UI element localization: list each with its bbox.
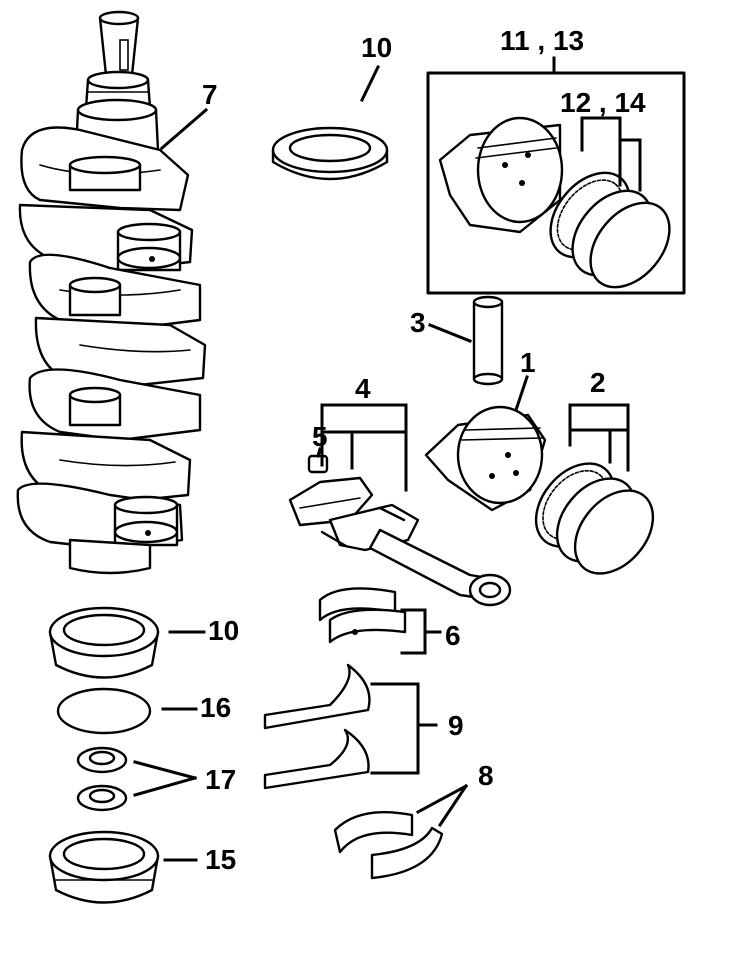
- o-ring: [56, 687, 152, 735]
- oversize-piston-kit: [426, 71, 686, 295]
- thrust-washers: [263, 663, 371, 790]
- oil-seal-top: [271, 126, 389, 181]
- piston: [424, 405, 547, 512]
- crankshaft: [16, 10, 207, 575]
- connecting-rod: [288, 476, 512, 607]
- callout-16: 16: [200, 692, 231, 723]
- callout-11-13: 11 , 13: [500, 25, 584, 56]
- callout-12-14: 12 , 14: [560, 87, 646, 118]
- callout-2: 2: [590, 367, 606, 398]
- callout-10-bottom: 10: [208, 615, 239, 646]
- piston-pin: [472, 295, 504, 386]
- callout-8: 8: [478, 760, 494, 791]
- oil-seal-bottom: [48, 606, 160, 679]
- callout-3: 3: [410, 307, 426, 338]
- callout-6: 6: [445, 620, 461, 651]
- callout-9: 9: [448, 710, 464, 741]
- connecting-rod-bearing: [318, 587, 407, 644]
- callout-10-top: 10: [361, 32, 392, 63]
- seals: [76, 746, 128, 812]
- leader-lines: [133, 56, 642, 862]
- main-bearing: [333, 810, 444, 880]
- callout-1: 1: [520, 347, 536, 378]
- callout-5: 5: [312, 421, 328, 452]
- callout-15: 15: [205, 844, 236, 875]
- callout-7: 7: [202, 79, 218, 110]
- piston-rings: [534, 462, 655, 575]
- nut: [307, 454, 329, 474]
- callout-17: 17: [205, 764, 236, 795]
- oil-seal-housing: [48, 830, 160, 904]
- callout-4: 4: [355, 373, 371, 404]
